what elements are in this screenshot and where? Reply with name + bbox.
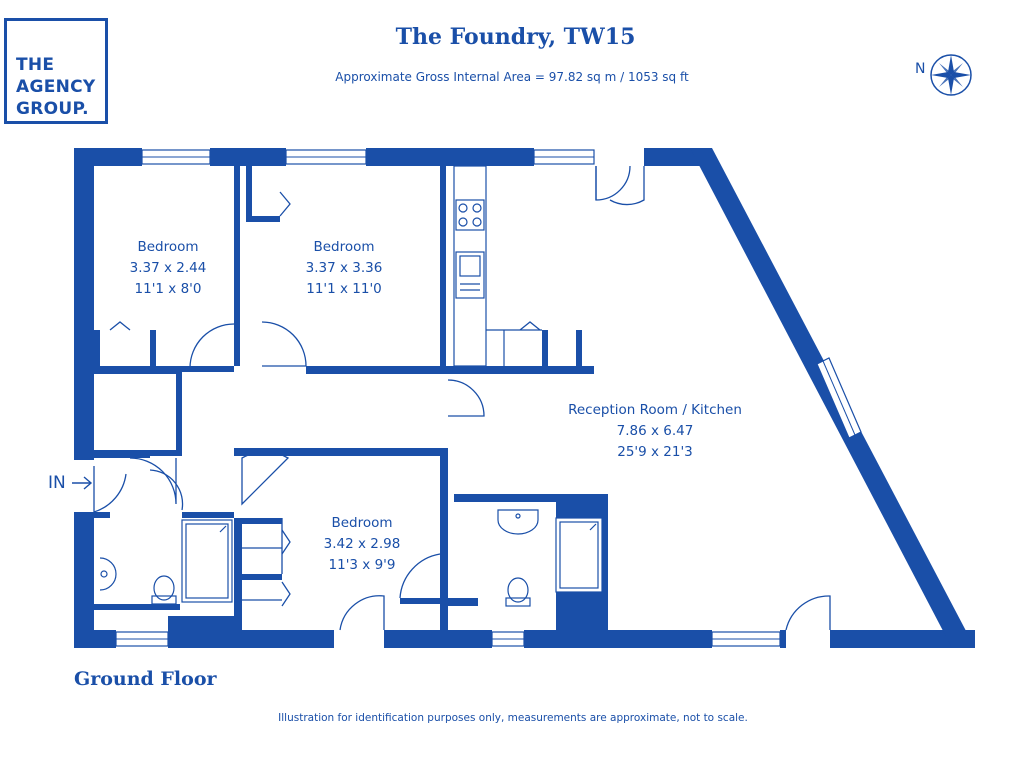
room-label-bedroom-3: Bedroom 3.42 x 2.98 11'3 x 9'9 — [324, 515, 401, 573]
room-metric: 3.42 x 2.98 — [324, 536, 401, 552]
arrow-right-icon — [72, 476, 93, 490]
room-imperial: 25'9 x 21'3 — [617, 444, 693, 460]
room-imperial: 11'1 x 8'0 — [135, 281, 202, 297]
room-metric: 7.86 x 6.47 — [617, 423, 694, 439]
area-subtitle: Approximate Gross Internal Area = 97.82 … — [335, 70, 689, 84]
room-name: Bedroom — [137, 239, 198, 255]
walls — [74, 148, 975, 648]
room-metric: 3.37 x 3.36 — [306, 260, 383, 276]
door-swings — [93, 165, 831, 631]
page-title: The Foundry, TW15 — [395, 24, 636, 50]
logo-line-1: THE — [16, 55, 55, 75]
room-name: Bedroom — [313, 239, 374, 255]
compass-rose-icon — [930, 54, 972, 96]
logo-line-2: AGENCY — [16, 77, 96, 97]
disclaimer-text: Illustration for identification purposes… — [278, 712, 748, 724]
room-name: Bedroom — [331, 515, 392, 531]
floor-label: Ground Floor — [74, 668, 217, 690]
window-glazing-lines — [116, 156, 856, 640]
compass-north-label: N — [915, 61, 926, 77]
room-label-reception-kitchen: Reception Room / Kitchen 7.86 x 6.47 25'… — [568, 402, 742, 460]
room-imperial: 11'3 x 9'9 — [329, 557, 396, 573]
room-metric: 3.37 x 2.44 — [130, 260, 207, 276]
logo-line-3: GROUP. — [16, 99, 89, 119]
entrance-label: IN — [48, 473, 66, 493]
agency-logo: THE AGENCY GROUP. — [4, 18, 108, 124]
room-label-bedroom-2: Bedroom 3.37 x 3.36 11'1 x 11'0 — [306, 239, 383, 297]
room-label-bedroom-1: Bedroom 3.37 x 2.44 11'1 x 8'0 — [130, 239, 207, 297]
room-name: Reception Room / Kitchen — [568, 402, 742, 418]
room-imperial: 11'1 x 11'0 — [306, 281, 382, 297]
bathroom-fittings — [99, 509, 603, 607]
kitchen-fittings — [453, 165, 542, 367]
